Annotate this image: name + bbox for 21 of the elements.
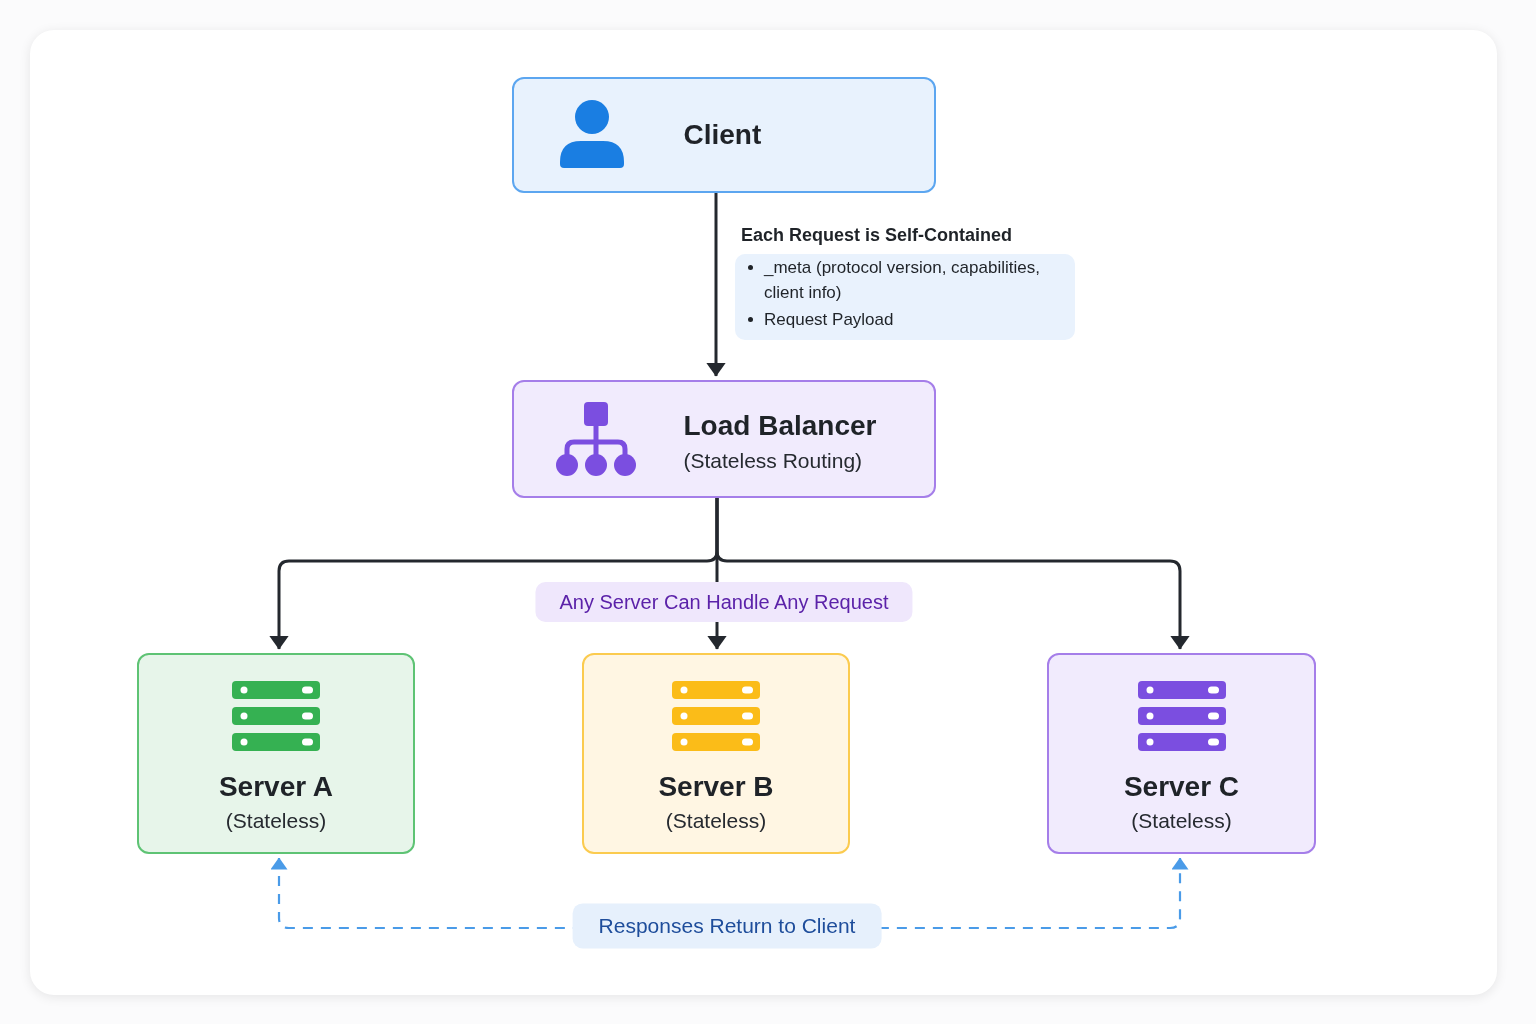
server-box	[582, 653, 850, 854]
node-title: Load Balancer	[683, 408, 877, 443]
server-box	[1047, 653, 1316, 854]
bullet-text: Request Payload	[764, 309, 894, 331]
node-subtitle: (Stateless)	[225, 807, 327, 833]
bullet-text: _meta (protocol version, capabilities, client info)	[764, 257, 1041, 304]
load-balancer-box	[512, 380, 936, 498]
node-subtitle: (Stateless Routing)	[683, 447, 863, 473]
arrow	[715, 498, 1190, 650]
server-box	[137, 653, 415, 854]
edge-label: Responses Return to Client	[572, 903, 882, 949]
node-title: Server B	[658, 769, 774, 804]
arrow	[706, 193, 726, 377]
note-heading: Each Request is Self-Contained	[741, 224, 1013, 246]
node-subtitle: (Stateless)	[1131, 807, 1232, 833]
node-title: Client	[683, 117, 762, 152]
edge-label: Any Server Can Handle Any Request	[535, 582, 913, 622]
node-title: Server A	[218, 769, 334, 804]
node-subtitle: (Stateless)	[665, 807, 767, 833]
client-box	[512, 77, 936, 193]
node-title: Server C	[1123, 769, 1240, 804]
